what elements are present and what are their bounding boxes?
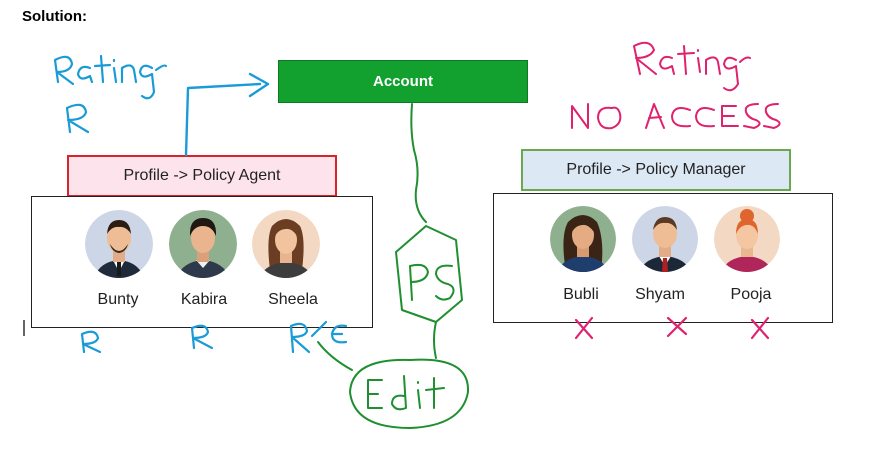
profile-policy-agent-label: Profile -> Policy Agent [123, 167, 281, 184]
rating-annotation-left [53, 54, 168, 134]
permission-set-connector [317, 103, 470, 429]
cross-icon [750, 316, 770, 340]
rating-no-access-annotation [571, 41, 781, 130]
profile-policy-agent-box: Profile -> Policy Agent [67, 155, 337, 197]
user-name-bubli: Bubli [563, 286, 599, 303]
cross-icon [574, 316, 594, 340]
woman-long-hair-icon [550, 206, 616, 272]
man-suit-icon [632, 206, 698, 272]
user-name-shyam: Shyam [635, 286, 685, 303]
profile-policy-manager-box: Profile -> Policy Manager [521, 149, 791, 191]
account-label: Account [373, 73, 433, 90]
user-name-pooja: Pooja [730, 286, 772, 303]
cross-icon [666, 316, 688, 338]
woman-bun-icon [714, 206, 780, 272]
account-box: Account [278, 60, 528, 103]
cross-icons [574, 316, 770, 340]
user-name-kabira: Kabira [180, 291, 228, 308]
woman-icon [252, 210, 320, 278]
arrow-to-account [184, 72, 270, 157]
access-marks-left [80, 320, 348, 354]
man-suit-icon [85, 210, 153, 278]
heading: Solution: [22, 8, 87, 25]
man-casual-icon [169, 210, 237, 278]
user-name-sheela: Sheela [268, 291, 318, 308]
user-name-bunty: Bunty [97, 291, 139, 308]
profile-policy-manager-label: Profile -> Policy Manager [566, 161, 746, 178]
